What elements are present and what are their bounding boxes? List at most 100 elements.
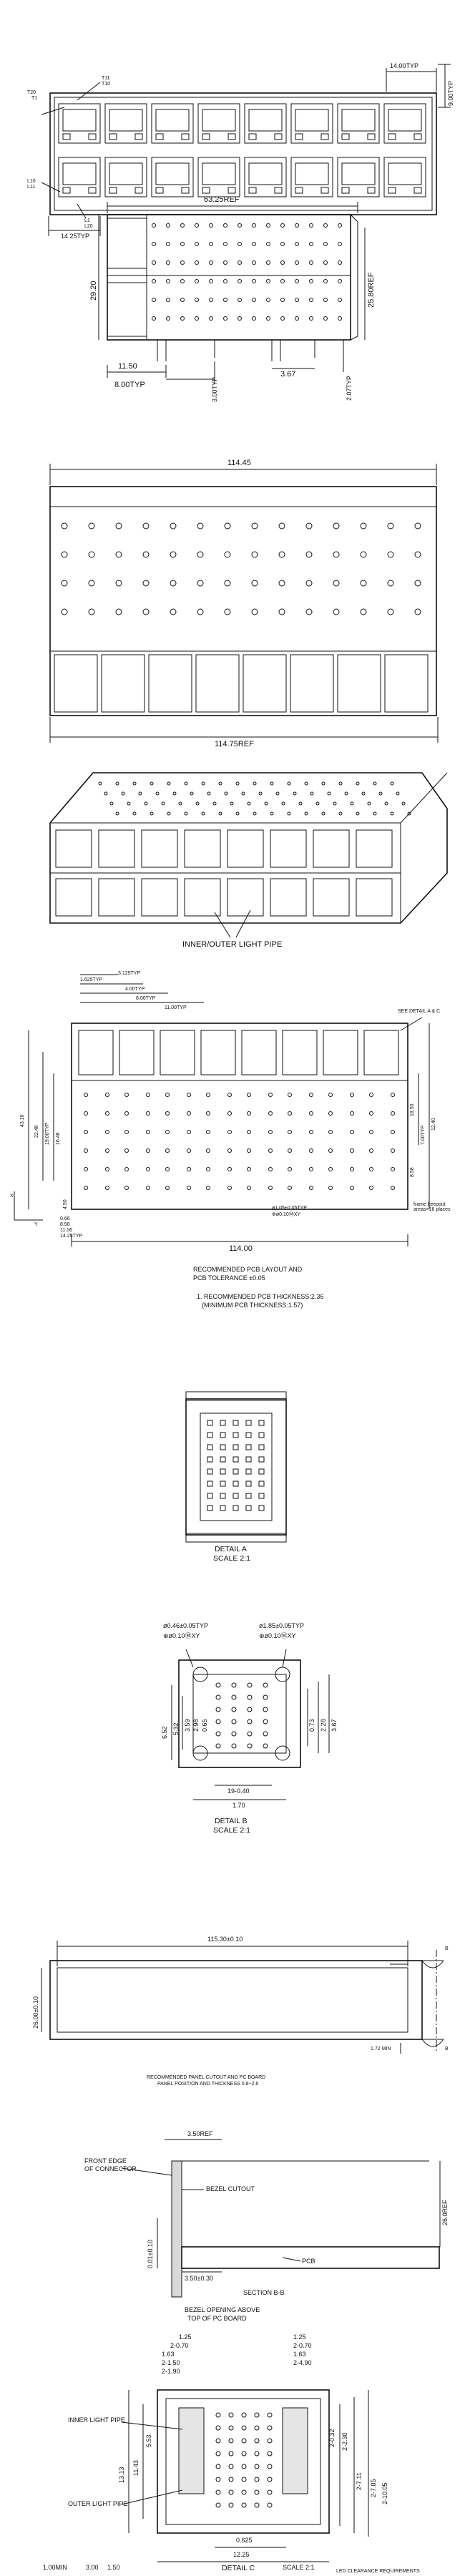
section-callout-front-edge: FRONT EDGE [84,2157,127,2165]
pcb-hole [146,1130,150,1134]
pcb-hole [84,1186,88,1190]
pcb-hole [227,1148,232,1153]
vent-hole [338,242,342,246]
pin-hole [247,1731,253,1737]
pin-hole [228,2502,234,2508]
vent-hole [218,781,222,786]
panel-dim-width: 115.30±0.10 [207,1936,243,1943]
pin-hole [231,1682,237,1688]
vent-hole [266,242,270,246]
vent-hole [309,279,313,283]
layout-dim-1-625: 1.625TYP [80,977,103,982]
front-led [413,133,422,140]
vent-hole [252,298,256,302]
pcb-hole [146,1093,150,1097]
vent-hole [414,580,421,587]
front-port [383,103,426,144]
front-led [367,133,376,140]
pcb-hole [288,1167,292,1171]
vent-hole [338,279,342,283]
pcb-hole [227,1111,232,1116]
pad [207,1456,213,1463]
pin-hole [267,2438,273,2444]
front-led [109,133,117,140]
pcb-hole [247,1167,251,1171]
pcb-hole [309,1093,313,1097]
vent-hole [180,316,185,321]
pin-hole [228,2477,234,2482]
vent-hole [184,811,188,816]
vent-hole [180,223,185,228]
vent-hole [224,551,231,558]
vent-hole [253,781,257,786]
pin-hole [241,2489,247,2495]
vent-hole [298,801,303,806]
pin-hole [215,2451,221,2457]
vent-hole [333,551,340,558]
pin-hole [215,1707,221,1712]
vent-hole [195,298,199,302]
vent-hole [238,279,242,283]
pin-hole [228,2425,234,2431]
front-led [320,133,329,140]
vent-hole [166,223,170,228]
section-note-1: BEZEL OPENING ABOVE [185,2306,260,2313]
pad [220,1420,226,1426]
pad [220,1456,226,1463]
vent-hole [278,551,285,558]
panel-note-1: RECOMMENDED PANEL CUTOUT AND PC BOARD [147,2075,266,2080]
pcb-hole [105,1130,109,1134]
front-label-t1: T1 [31,96,38,101]
vent-hole [201,811,205,816]
pin-hole [267,2464,273,2469]
vent-hole [295,260,299,265]
pin-hole [215,2477,221,2482]
detail-b-scale: SCALE 2:1 [213,1826,250,1835]
pin-hole [231,1719,237,1724]
detail-b-title: DETAIL B [215,1817,248,1825]
vent-hole [387,522,394,530]
pin-hole [215,1719,221,1724]
vent-hole [209,316,213,321]
pcb-hole [146,1111,150,1116]
top-dim-114-45: 114.45 [227,459,251,467]
front-port [58,103,101,144]
front-led [202,187,210,194]
detail-c-scale: SCALE 2:1 [283,2564,315,2571]
front-port-opening [109,162,143,185]
vent-hole [230,801,234,806]
side-view [98,202,366,384]
pad [207,1480,213,1487]
detail-c-v-5: 2-2.30 [341,2432,348,2451]
vent-hole [115,781,119,786]
pad [207,1444,213,1450]
vent-hole [144,801,148,806]
front-led [320,187,329,194]
front-port-opening [202,109,236,132]
panel-section-mark-2: B [445,2046,449,2051]
pcb-hole [165,1093,170,1097]
vent-hole [309,316,313,321]
pin-hole [254,2412,260,2418]
section-callout-bezel: BEZEL CUTOUT [206,2185,255,2192]
vent-hole [224,522,231,530]
layout-dim-7: 7.00TYP [421,1125,426,1145]
vent-hole [338,811,343,816]
pcb-hole [84,1130,88,1134]
pad [245,1493,252,1499]
pad [207,1505,213,1511]
front-led [181,133,190,140]
vent-hole [209,242,213,246]
pin-hole [215,2464,221,2469]
layout-cell [241,1030,277,1075]
vent-hole [373,811,377,816]
layout-cell [160,1030,195,1075]
section-dim-350ref: 3.50REF [187,2130,213,2137]
pin-hole [247,1743,253,1749]
vent-hole [333,801,337,806]
detail-b-dim-367: 3.67 [331,1719,338,1732]
layout-dim-8-58b: 8.58 [410,1167,415,1177]
vent-hole [258,791,263,796]
panel-dim-height: 26.00±0.10 [32,1996,39,2029]
vent-hole [224,608,231,615]
